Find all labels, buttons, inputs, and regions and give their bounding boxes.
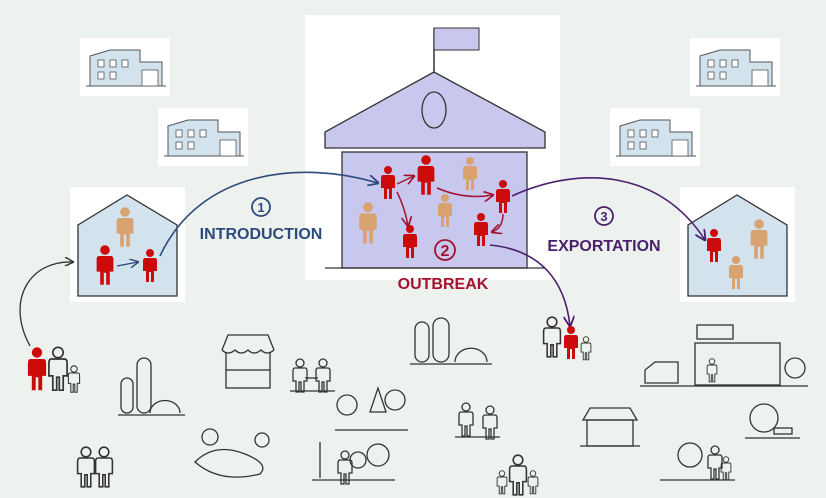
- trees-icon: [410, 317, 492, 365]
- outbreak-arrows: [396, 176, 504, 232]
- cafe-table-icon: [290, 358, 335, 393]
- origin-home: [70, 187, 185, 302]
- step1-number: 1: [257, 200, 264, 215]
- park-icon: [118, 357, 185, 416]
- household-arrow: [19, 262, 73, 347]
- community-family-exported: [542, 316, 592, 361]
- community-family: [27, 346, 81, 393]
- coffee-shop-icon: [580, 407, 640, 447]
- step3-number: 3: [600, 209, 607, 224]
- apartment-building-icon: [157, 107, 249, 167]
- playground-icon: [745, 403, 800, 439]
- step2-badge: [434, 239, 456, 261]
- introduction-arrow: [159, 171, 378, 257]
- community-spread-arrow: [489, 244, 570, 326]
- step1-badge: [251, 197, 271, 217]
- school-window-icon: [421, 91, 447, 129]
- introduction-label: INTRODUCTION: [200, 226, 323, 243]
- step2-number: 2: [441, 243, 450, 260]
- family-park-icon: [660, 442, 735, 481]
- exportation-arrow: [511, 177, 705, 240]
- pedestrians: [76, 446, 539, 496]
- outbreak-label: OUTBREAK: [398, 276, 489, 293]
- store-with-car-icon: [640, 324, 808, 387]
- apartment-building-icon: [609, 107, 701, 167]
- lake-park-icon: [194, 428, 270, 478]
- restaurant-icon: [455, 402, 500, 440]
- apartment-building-icon: [79, 37, 171, 97]
- market-stall-icon: [221, 334, 275, 389]
- bench-park-icon: [312, 442, 395, 485]
- forest-icon: [335, 385, 408, 431]
- exportation-label: EXPORTATION: [547, 238, 660, 255]
- step3-badge: [594, 206, 614, 226]
- apartment-building-icon: [689, 37, 781, 97]
- destination-home: [680, 187, 795, 302]
- school-building: [305, 15, 560, 280]
